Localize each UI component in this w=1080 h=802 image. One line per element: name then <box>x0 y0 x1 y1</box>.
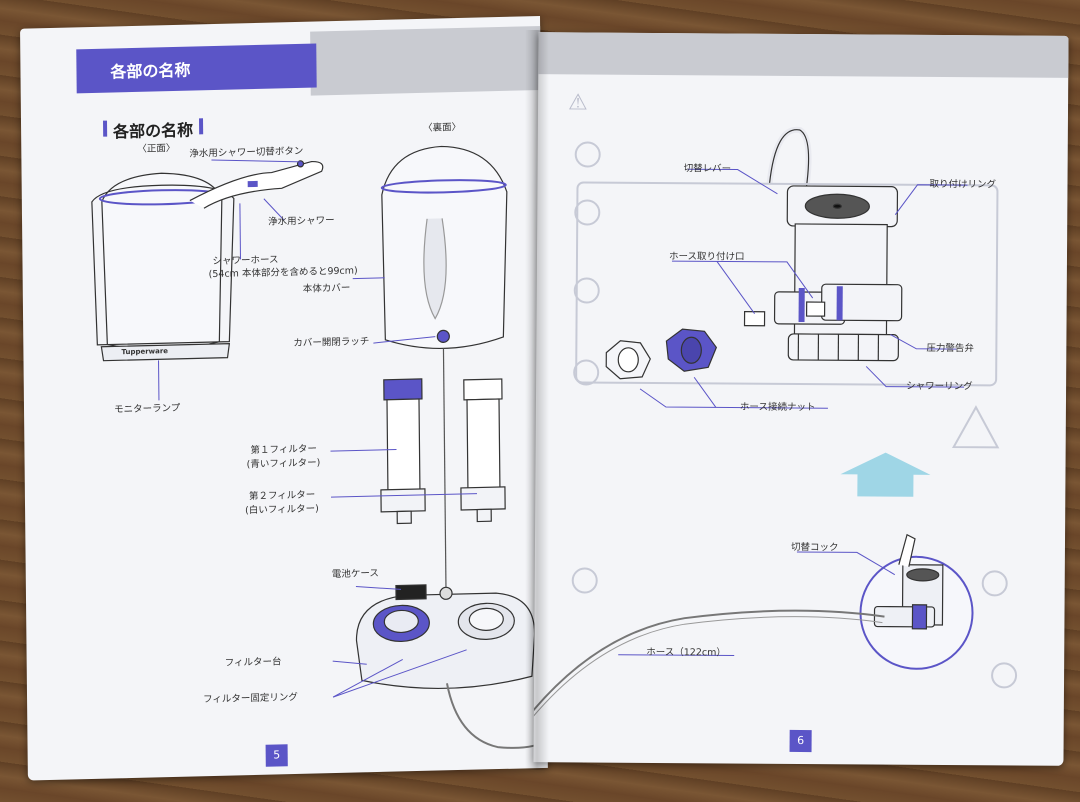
brand-logo-text: Tupperware <box>121 347 169 357</box>
front-unit-illustration <box>91 160 324 362</box>
label-filter-2-color: (白いフィルター) <box>245 503 319 517</box>
faint-background-text: ⚠ <box>567 90 588 116</box>
right-leader-lines <box>618 168 968 657</box>
front-view-label: 〈正面〉 <box>137 142 176 155</box>
label-switch-lever: 切替レバー <box>683 163 732 175</box>
back-unit-illustration <box>380 145 508 599</box>
label-hose-length: ホース（122cm） <box>646 646 726 659</box>
blue-up-arrow <box>840 452 931 497</box>
left-leader-lines <box>158 159 477 698</box>
label-filter-base: フィルター台 <box>224 656 282 669</box>
filter-1-illustration <box>380 378 426 525</box>
filter-2-illustration <box>460 378 506 523</box>
label-shower: 浄水用シャワー <box>268 215 335 228</box>
label-monitor-lamp: モニターランプ <box>113 402 181 416</box>
filter-base-illustration <box>355 584 536 690</box>
label-filter-fix-ring: フィルター固定リング <box>203 691 298 706</box>
hose-line-right <box>533 609 885 723</box>
label-filter-2: 第２フィルター <box>248 489 316 503</box>
left-diagram <box>91 145 548 749</box>
label-pressure-valve: 圧力警告弁 <box>926 342 974 355</box>
page-number-right: 6 <box>789 729 812 753</box>
back-view-label: 〈裏面〉 <box>423 121 462 134</box>
label-cover-latch: カバー開閉ラッチ <box>293 336 370 350</box>
right-page: ⚠ 切替レバー 取り付けリング ホース取り付け口 圧力警告弁 シャワーリング ホ… <box>533 32 1069 766</box>
page-number-left: 5 <box>265 744 288 767</box>
label-filter-1: 第１フィルター <box>250 443 317 457</box>
left-page: 各部の名称 各部の名称 <box>20 16 548 781</box>
label-shower-ring: シャワーリング <box>906 380 973 393</box>
hose-nut-white <box>605 340 651 380</box>
adapter-valve-illustration <box>743 126 903 362</box>
hose-nut-purple <box>665 328 718 372</box>
label-hose-nut: ホース接続ナット <box>739 401 816 414</box>
label-switch-cock: 切替コック <box>790 541 839 554</box>
label-filter-1-color: (青いフィルター) <box>246 457 321 471</box>
label-mount-ring: 取り付けリング <box>929 178 997 191</box>
label-main-cover: 本体カバー <box>302 282 351 295</box>
label-battery-case: 電池ケース <box>331 567 379 581</box>
switch-cock-inset <box>859 533 974 670</box>
label-shower-hose: シャワーホース <box>212 254 279 268</box>
label-hose-port: ホース取り付け口 <box>668 251 745 263</box>
faint-warning-marks <box>571 141 1018 689</box>
right-diagram <box>533 126 1018 729</box>
